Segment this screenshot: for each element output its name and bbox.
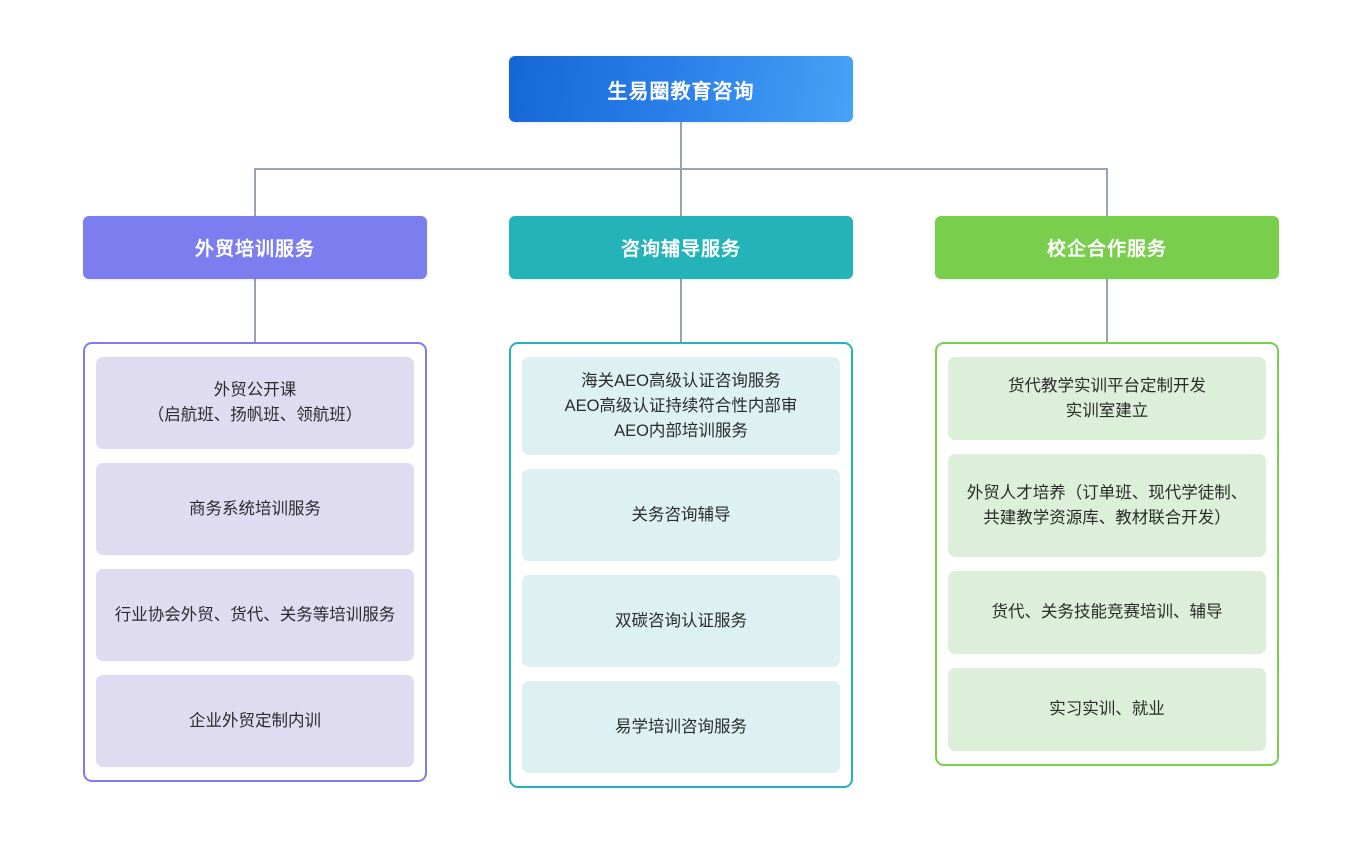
- root-node-label: 生易圈教育咨询: [607, 80, 755, 103]
- branch-column-xiaoqi-hezuo: 校企合作服务 货代教学实训平台定制开发 实训室建立 外贸人才培养（订单班、现代学…: [935, 216, 1279, 766]
- branch-header-label: 咨询辅导服务: [620, 239, 741, 260]
- service-card[interactable]: 双碳咨询认证服务: [522, 575, 840, 667]
- branch-header-xiaoqi-hezuo[interactable]: 校企合作服务: [935, 216, 1279, 279]
- branch-header-label: 校企合作服务: [1046, 239, 1167, 260]
- branch-card-container-1: 外贸公开课 （启航班、扬帆班、领航班） 商务系统培训服务 行业协会外贸、货代、关…: [83, 342, 427, 782]
- service-card-label: 商务系统培训服务: [189, 499, 321, 518]
- service-card[interactable]: 货代教学实训平台定制开发 实训室建立: [948, 357, 1266, 440]
- service-card-label: 货代、关务技能竞赛培训、辅导: [991, 603, 1223, 621]
- service-card-label: 双碳咨询认证服务: [615, 611, 747, 630]
- branch-column-waimao-peixun: 外贸培训服务 外贸公开课 （启航班、扬帆班、领航班） 商务系统培训服务 行业协会…: [83, 216, 427, 782]
- branch-header-zixun-fudao[interactable]: 咨询辅导服务: [509, 216, 853, 279]
- branch-card-container-2: 海关AEO高级认证咨询服务 AEO高级认证持续符合性内部审 AEO内部培训服务 …: [509, 342, 853, 788]
- service-card-label: 外贸公开课 （启航班、扬帆班、领航班）: [147, 381, 363, 424]
- connector-stub-column-2: [680, 279, 682, 342]
- connector-drop-column-3: [1106, 168, 1108, 216]
- service-card[interactable]: 关务咨询辅导: [522, 469, 840, 561]
- service-card-label: 易学培训咨询服务: [615, 717, 747, 736]
- service-card-label: 实习实训、就业: [1049, 700, 1165, 718]
- branch-column-zixun-fudao: 咨询辅导服务 海关AEO高级认证咨询服务 AEO高级认证持续符合性内部审 AEO…: [509, 216, 853, 788]
- service-card[interactable]: 海关AEO高级认证咨询服务 AEO高级认证持续符合性内部审 AEO内部培训服务: [522, 357, 840, 455]
- service-card-label: 行业协会外贸、货代、关务等培训服务: [114, 605, 396, 624]
- service-card[interactable]: 外贸人才培养（订单班、现代学徒制、共建教学资源库、教材联合开发）: [948, 454, 1266, 557]
- connector-root-trunk: [680, 122, 682, 169]
- service-card[interactable]: 货代、关务技能竞赛培训、辅导: [948, 571, 1266, 654]
- service-card[interactable]: 企业外贸定制内训: [96, 675, 414, 767]
- service-card[interactable]: 行业协会外贸、货代、关务等培训服务: [96, 569, 414, 661]
- service-card[interactable]: 易学培训咨询服务: [522, 681, 840, 773]
- branch-card-container-3: 货代教学实训平台定制开发 实训室建立 外贸人才培养（订单班、现代学徒制、共建教学…: [935, 342, 1279, 766]
- branch-header-waimao-peixun[interactable]: 外贸培训服务: [83, 216, 427, 279]
- service-card-label: 外贸人才培养（订单班、现代学徒制、共建教学资源库、教材联合开发）: [966, 483, 1248, 527]
- connector-stub-column-1: [254, 279, 256, 342]
- connector-drop-column-2: [680, 168, 682, 216]
- service-card-label: 企业外贸定制内训: [189, 711, 321, 730]
- service-card-label: 货代教学实训平台定制开发 实训室建立: [1008, 376, 1206, 420]
- root-node[interactable]: 生易圈教育咨询: [509, 56, 853, 122]
- service-card-label: 海关AEO高级认证咨询服务 AEO高级认证持续符合性内部审 AEO内部培训服务: [564, 371, 798, 440]
- service-card-label: 关务咨询辅导: [631, 505, 731, 524]
- service-card[interactable]: 实习实训、就业: [948, 668, 1266, 751]
- connector-stub-column-3: [1106, 279, 1108, 342]
- service-card[interactable]: 商务系统培训服务: [96, 463, 414, 555]
- service-card[interactable]: 外贸公开课 （启航班、扬帆班、领航班）: [96, 357, 414, 449]
- connector-drop-column-1: [254, 168, 256, 216]
- branch-header-label: 外贸培训服务: [194, 239, 315, 260]
